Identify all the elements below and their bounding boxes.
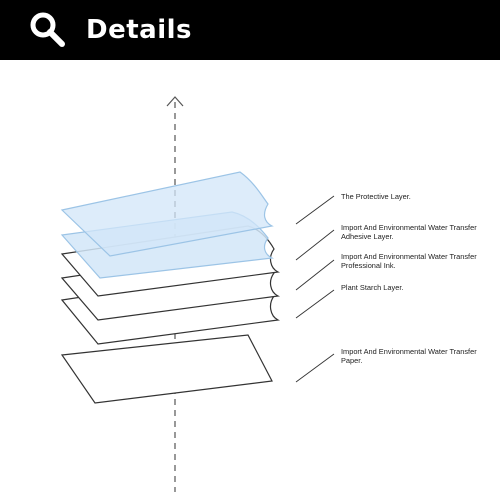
axis-arrow-icon: [166, 96, 184, 107]
leader-line-4: [295, 289, 335, 319]
leader-line-1: [295, 195, 335, 225]
leader-line-5: [295, 353, 335, 383]
header-bar: Details: [0, 0, 500, 60]
search-icon: [30, 12, 65, 47]
label-protective-layer: The Protective Layer.: [341, 192, 411, 201]
paper-layer: [60, 334, 273, 404]
label-adhesive-layer: Import And Environmental Water Transfer …: [341, 223, 477, 241]
protective-layer: [60, 171, 274, 257]
label-ink-layer: Import And Environmental Water Transfer …: [341, 252, 477, 270]
layer-diagram: [60, 96, 335, 492]
leader-line-2: [295, 229, 335, 261]
leader-line-3: [295, 259, 335, 291]
page-title: Details: [86, 15, 192, 45]
label-paper-layer: Import And Environmental Water Transfer …: [341, 347, 477, 365]
label-plant-starch-layer: Plant Starch Layer.: [341, 283, 404, 292]
